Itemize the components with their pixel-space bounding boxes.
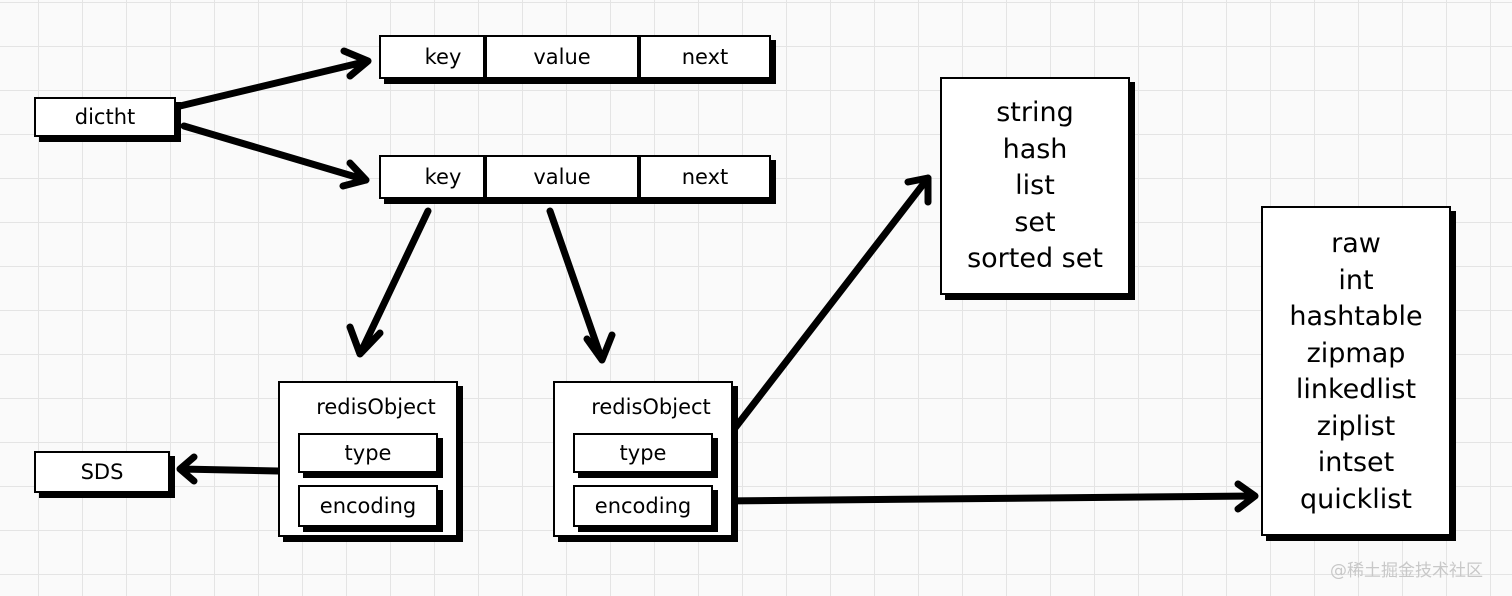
type-set: set [1014, 206, 1056, 238]
entry-value-field: value [533, 165, 591, 189]
encoding-zipmap: zipmap [1306, 337, 1406, 369]
entry-key-field: key [424, 45, 462, 69]
watermark: @稀土掘金技术社区 [1330, 561, 1483, 581]
types-list: string hash list set sorted set [942, 95, 1128, 278]
arrow-redisobject-to-sds [176, 453, 282, 485]
redis-object-encoding-field: encoding [298, 485, 438, 527]
redis-object-value: redisObject type encoding [553, 381, 733, 537]
entry-key-field: key [424, 165, 462, 189]
entry-divider [637, 37, 641, 77]
type-hash: hash [1002, 133, 1068, 165]
encoding-hashtable: hashtable [1289, 301, 1423, 332]
sds-box: SDS [34, 451, 170, 493]
sds-label: SDS [80, 460, 124, 484]
redis-object-type-field: type [573, 433, 713, 473]
entry-next-field: next [681, 45, 729, 69]
encoding-intset: intset [1317, 447, 1395, 478]
dict-entry-1: key value next [379, 35, 771, 79]
arrow-dictht-to-entry-2 [180, 122, 370, 190]
encoding-int: int [1338, 264, 1374, 296]
entry-divider [483, 157, 487, 197]
redis-object-title: redisObject [316, 395, 436, 419]
encoding-quicklist: quicklist [1300, 483, 1412, 515]
entry-value-field: value [533, 45, 591, 69]
redis-object-type-field: type [298, 433, 438, 473]
encoding-raw: raw [1331, 228, 1381, 259]
arrow-dictht-to-entry-1 [176, 47, 372, 110]
redis-object-title: redisObject [591, 395, 711, 419]
encoding-linkedlist: linkedlist [1295, 374, 1417, 405]
arrow-value-to-redisobject [546, 207, 616, 364]
entry-divider [483, 37, 487, 77]
dictht-label: dictht [74, 105, 136, 129]
arrow-key-to-redisobject [346, 207, 432, 358]
entry-next-field: next [681, 165, 729, 189]
dictht-box: dictht [34, 97, 176, 137]
encodings-list: raw int hashtable zipmap linkedlist zipl… [1263, 226, 1449, 518]
arrow-type-to-types-box [714, 174, 932, 454]
redis-object-encoding-field: encoding [573, 485, 713, 527]
redis-object-key: redisObject type encoding [278, 381, 458, 537]
type-list: list [1015, 170, 1055, 201]
encoding-ziplist: ziplist [1316, 410, 1396, 442]
encodings-box: raw int hashtable zipmap linkedlist zipl… [1261, 206, 1451, 536]
entry-divider [637, 157, 641, 197]
dict-entry-2: key value next [379, 155, 771, 199]
type-string: string [996, 97, 1074, 128]
types-box: string hash list set sorted set [940, 77, 1130, 295]
type-sorted-set: sorted set [967, 243, 1103, 274]
arrow-encoding-to-encodings-box [714, 480, 1259, 513]
